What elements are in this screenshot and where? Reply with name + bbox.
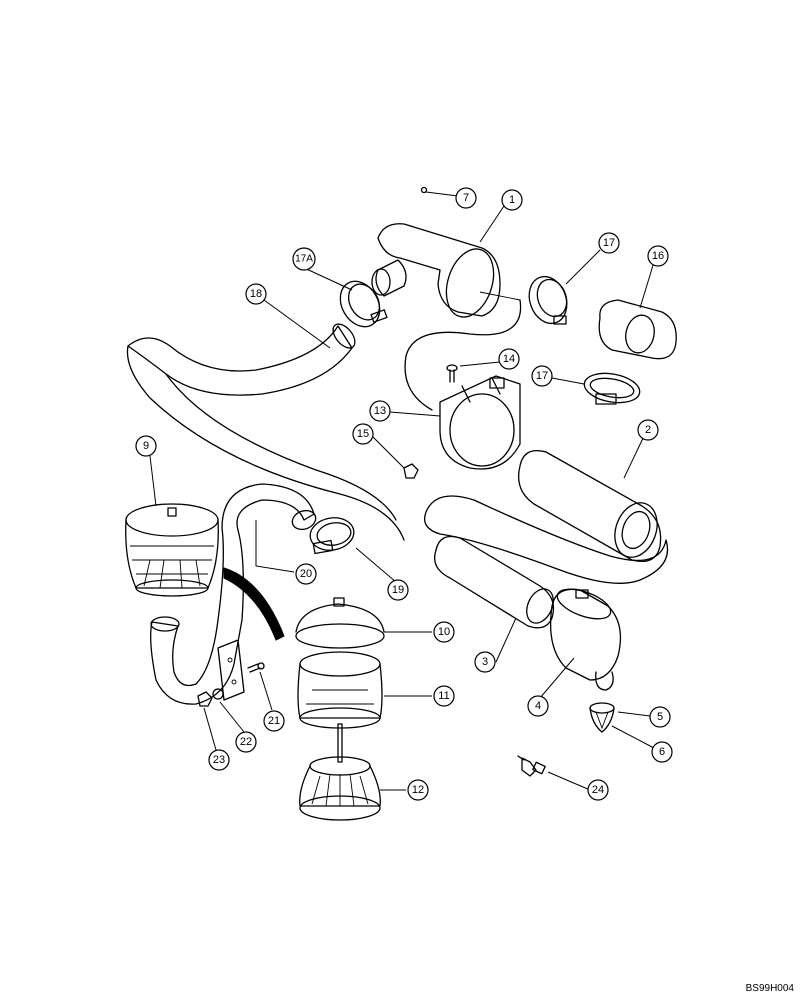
pre-cleaner-base	[299, 723, 381, 821]
callout-19: 19	[387, 579, 409, 601]
callout-17-upper: 17	[598, 232, 620, 254]
callout-21: 21	[263, 710, 285, 732]
callout-label: 1	[509, 194, 515, 206]
callout-label: 18	[250, 288, 262, 300]
callout-label: 12	[412, 784, 424, 796]
callout-label: 20	[300, 568, 312, 580]
callout-label: 5	[657, 711, 663, 723]
intake-hose	[126, 323, 405, 541]
callout-leaders	[149, 191, 655, 791]
callout-17a: 17A	[292, 247, 316, 271]
outer-filter-element	[517, 449, 662, 563]
callout-1: 1	[501, 189, 523, 211]
pre-cleaner-assembly	[125, 503, 219, 597]
rubber-cap	[598, 299, 677, 360]
hose-clamp-17-right	[583, 372, 641, 405]
callout-18: 18	[245, 283, 267, 305]
dust-valve	[589, 702, 615, 733]
hose-clamp-17-upper	[528, 275, 568, 325]
callout-12: 12	[407, 779, 429, 801]
callout-label: 6	[659, 746, 665, 758]
hose-clamp-19	[309, 517, 355, 555]
plug-part	[420, 186, 428, 194]
mounting-bracket	[439, 375, 521, 470]
callout-11: 11	[433, 685, 455, 707]
callout-4: 4	[527, 695, 549, 717]
callout-label: 17	[536, 370, 548, 382]
filter-canister	[549, 588, 622, 691]
callout-label: 2	[645, 424, 651, 436]
callout-15: 15	[352, 423, 374, 445]
pre-cleaner-cap	[295, 597, 385, 649]
callout-23: 23	[208, 749, 230, 771]
callout-20: 20	[295, 563, 317, 585]
callout-9: 9	[135, 435, 157, 457]
callout-label: 17A	[295, 254, 313, 265]
callout-3: 3	[474, 651, 496, 673]
callout-label: 11	[438, 690, 449, 702]
callout-13: 13	[369, 400, 391, 422]
drawing-reference-code: BS99H004	[745, 983, 794, 994]
nut-part	[403, 463, 419, 479]
washer-22	[212, 688, 224, 700]
callout-label: 17	[603, 237, 615, 249]
nut-23	[197, 691, 213, 707]
callout-label: 7	[463, 192, 469, 204]
inner-filter-element	[433, 535, 555, 629]
callout-label: 15	[357, 428, 369, 440]
callout-label: 9	[143, 440, 149, 452]
callout-2: 2	[637, 419, 659, 441]
hose-clamp-17a	[339, 280, 388, 328]
callout-label: 10	[438, 626, 450, 638]
callout-label: 16	[652, 250, 664, 262]
callout-6: 6	[651, 741, 673, 763]
bolt-part	[446, 364, 458, 383]
callout-7: 7	[455, 187, 477, 209]
callout-label: 19	[392, 584, 404, 596]
lower-hose	[423, 495, 669, 584]
pre-cleaner-bowl	[297, 651, 383, 729]
callout-5: 5	[649, 706, 671, 728]
callout-label: 24	[592, 784, 604, 796]
callout-17-right: 17	[531, 365, 553, 387]
bolt-21	[247, 662, 265, 673]
callout-label: 22	[240, 736, 252, 748]
callout-label: 14	[503, 353, 515, 365]
callout-label: 13	[374, 405, 386, 417]
elbow-hose	[150, 483, 317, 705]
callout-label: 3	[482, 656, 488, 668]
air-cleaner-housing	[371, 223, 521, 318]
callout-label: 21	[268, 715, 280, 727]
callout-16: 16	[647, 245, 669, 267]
mounting-plate	[217, 639, 245, 701]
callout-label: 4	[535, 700, 541, 712]
callout-14: 14	[498, 348, 520, 370]
loop-hose	[404, 299, 522, 411]
curved-wedge	[223, 567, 285, 641]
callout-10: 10	[433, 621, 455, 643]
callout-24: 24	[587, 779, 609, 801]
pressure-switch	[517, 755, 546, 777]
callout-22: 22	[235, 731, 257, 753]
callout-label: 23	[213, 754, 225, 766]
